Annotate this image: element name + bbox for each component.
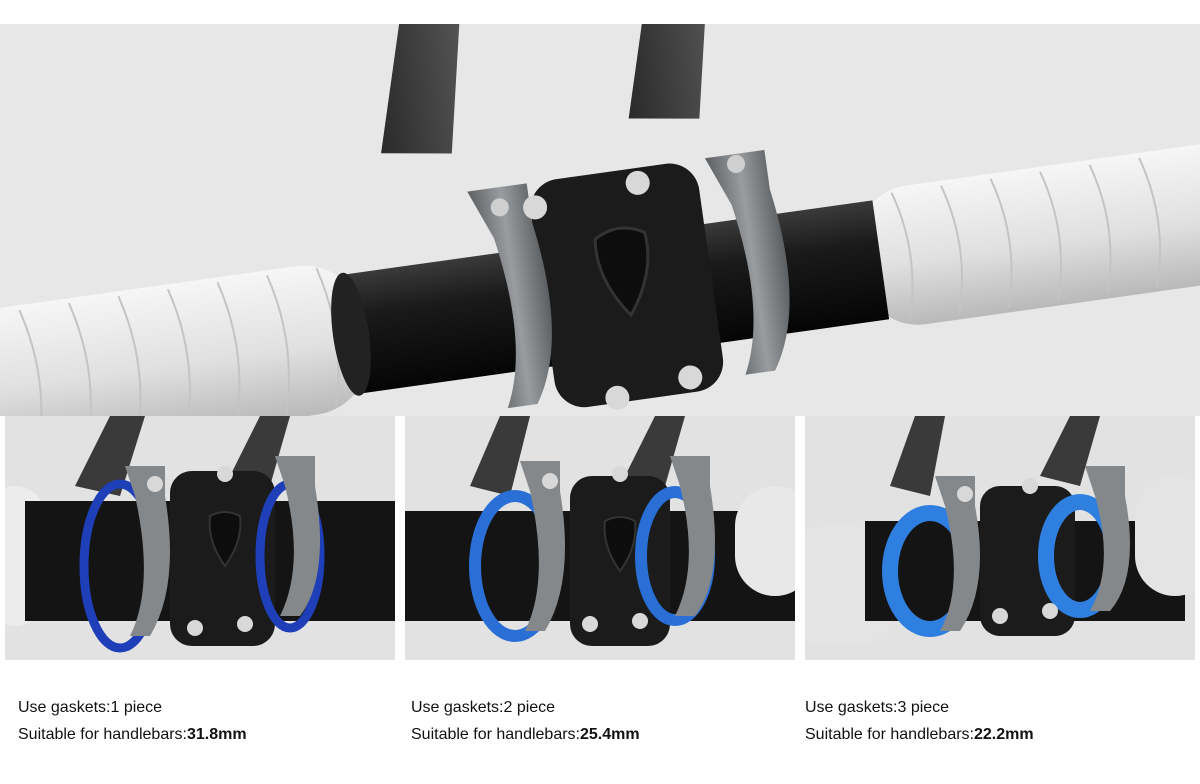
handlebar-clamp-illustration <box>0 24 1200 416</box>
hero-handlebar-illustration <box>0 24 1200 416</box>
gasket-count-line: Use gaskets:2 piece <box>411 699 556 716</box>
gasket-illustration-2 <box>405 416 795 646</box>
gasket-panel-1 <box>5 416 395 660</box>
handlebar-size-line: Suitable for handlebars:25.4mm <box>411 726 640 743</box>
gasket-panel-2 <box>405 416 795 660</box>
caption-2: Use gaskets:2 piece Suitable for handleb… <box>411 694 640 748</box>
caption-1: Use gaskets:1 piece Suitable for handleb… <box>18 694 247 748</box>
gasket-count-line: Use gaskets:1 piece <box>18 699 163 716</box>
gasket-count-line: Use gaskets:3 piece <box>805 699 950 716</box>
gasket-illustration-3 <box>805 416 1195 646</box>
caption-3: Use gaskets:3 piece Suitable for handleb… <box>805 694 1034 748</box>
gasket-panel-3 <box>805 416 1195 660</box>
gasket-illustration-1 <box>5 416 395 653</box>
handlebar-size-line: Suitable for handlebars:31.8mm <box>18 726 247 743</box>
handlebar-size-line: Suitable for handlebars:22.2mm <box>805 726 1034 743</box>
